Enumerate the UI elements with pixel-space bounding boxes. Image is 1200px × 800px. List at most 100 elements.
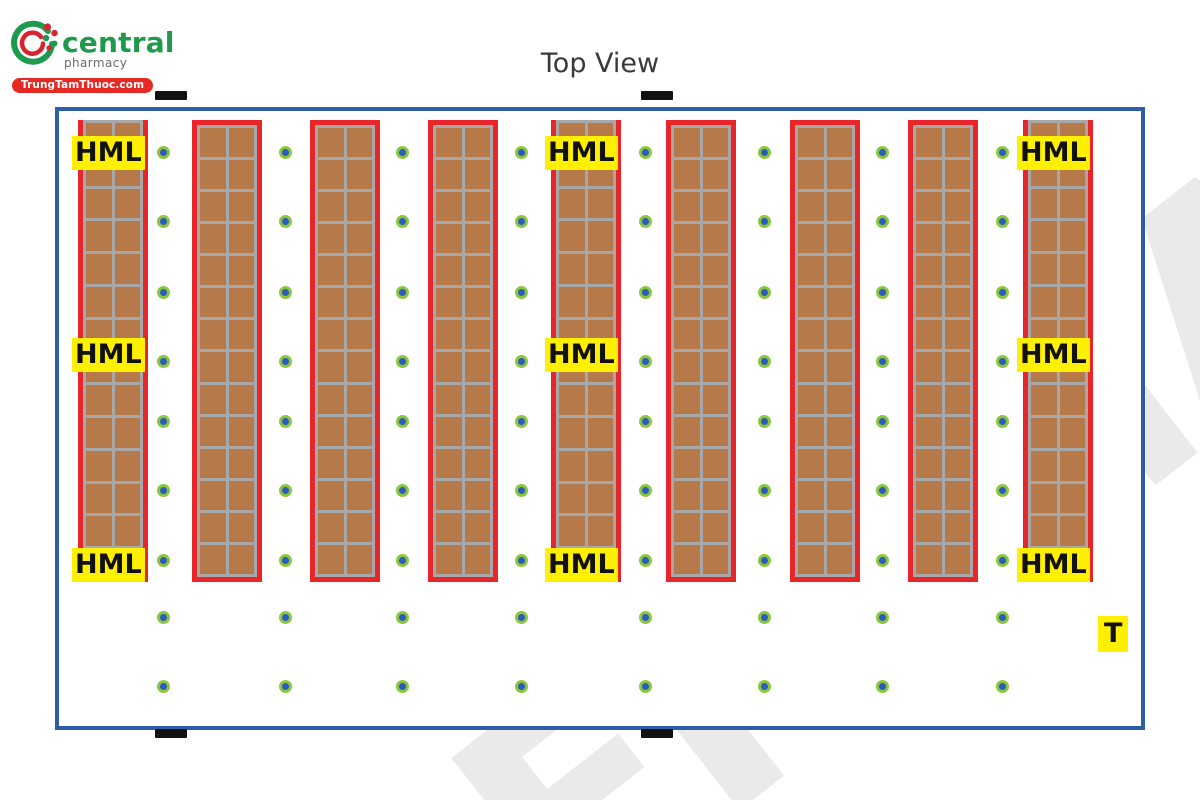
shelf-bay (798, 448, 824, 478)
sprinkler-point (757, 483, 771, 497)
zone-letter-h: H (545, 548, 571, 582)
shelf-bay (944, 416, 970, 446)
shelf-bay (944, 448, 970, 478)
shelf-bay (559, 450, 585, 481)
shelf-bay (674, 384, 700, 414)
shelf-bay (464, 416, 490, 446)
zone-letter-m: M (97, 548, 125, 582)
storage-rack (666, 120, 736, 582)
door-bottom-center (641, 729, 673, 738)
shelf-bay (702, 160, 728, 190)
shelf-bay (464, 384, 490, 414)
shelf-bay (702, 544, 728, 574)
shelf-bay (559, 516, 585, 547)
shelf-bay (200, 544, 226, 574)
shelf-bay (798, 480, 824, 510)
shelf-bay (702, 416, 728, 446)
sprinkler-point (875, 285, 889, 299)
shelf-bay (702, 352, 728, 382)
shelf-bay (228, 448, 254, 478)
shelf-bay (674, 288, 700, 318)
zone-letter-h: H (545, 338, 571, 372)
sprinkler-point (638, 285, 652, 299)
shelf-bay (826, 160, 852, 190)
shelf-bay (702, 480, 728, 510)
shelf-bay (86, 418, 112, 448)
shelf-bay (587, 516, 613, 547)
shelf-bay (826, 288, 852, 318)
shelf-bay (559, 286, 585, 317)
sprinkler-point (395, 354, 409, 368)
shelf-bay (674, 480, 700, 510)
sprinkler-point (278, 285, 292, 299)
shelf-bay (318, 288, 344, 318)
shelf-bay (826, 480, 852, 510)
shelf-bay (346, 256, 372, 286)
shelf-bay (464, 480, 490, 510)
shelf-bay (944, 512, 970, 542)
zone-letter-h: H (1017, 338, 1043, 372)
storage-rack (428, 120, 498, 582)
shelf-bay (798, 384, 824, 414)
shelf-bay (674, 352, 700, 382)
shelf-bay (228, 128, 254, 158)
brand-logo: central pharmacy TrungTamThuoc.com (8, 18, 174, 93)
shelf-bay (944, 224, 970, 254)
shelf-bay (916, 128, 942, 158)
zone-letter-l: L (124, 136, 145, 170)
shelf-bay (436, 256, 462, 286)
shelf-bay (346, 288, 372, 318)
zone-letter-l: L (597, 338, 618, 372)
shelf-bay (114, 483, 140, 514)
shelf-bay (86, 286, 112, 317)
shelf-bay (200, 320, 226, 350)
shelf-bay (436, 224, 462, 254)
brand-tagline: pharmacy (64, 56, 128, 70)
shelf-bay (464, 320, 490, 350)
shelf-bay (916, 416, 942, 446)
shelf-bay (674, 192, 700, 222)
storage-rack (192, 120, 262, 582)
shelf-bay (346, 480, 372, 510)
shelf-bay (228, 544, 254, 574)
zone-letter-h: H (72, 136, 98, 170)
shelf-bay (86, 254, 112, 284)
rack-shelf-grid (315, 125, 375, 577)
shelf-bay (826, 384, 852, 414)
shelf-bay (559, 418, 585, 448)
sprinkler-point (995, 483, 1009, 497)
storage-rack (908, 120, 978, 582)
sprinkler-point (638, 610, 652, 624)
shelf-bay (436, 352, 462, 382)
sprinkler-point (395, 214, 409, 228)
shelf-bay (318, 192, 344, 222)
sprinkler-point (514, 679, 528, 693)
shelf-bay (702, 256, 728, 286)
shelf-bay (114, 254, 140, 284)
shelf-bay (346, 544, 372, 574)
shelf-bay (86, 221, 112, 252)
shelf-bay (674, 224, 700, 254)
shelf-bay (944, 320, 970, 350)
shelf-bay (1059, 385, 1085, 416)
sprinkler-point (156, 354, 170, 368)
shelf-bay (1059, 418, 1085, 448)
shelf-bay (464, 448, 490, 478)
sprinkler-point (638, 214, 652, 228)
shelf-bay (798, 224, 824, 254)
sprinkler-point (395, 414, 409, 428)
zone-letter-h: H (72, 338, 98, 372)
shelf-bay (1059, 516, 1085, 547)
shelf-bay (318, 448, 344, 478)
shelf-bay (86, 450, 112, 481)
shelf-bay (1059, 188, 1085, 219)
shelf-bay (702, 192, 728, 222)
zone-letter-l: L (1069, 338, 1090, 372)
shelf-bay (436, 288, 462, 318)
shelf-bay (587, 418, 613, 448)
sprinkler-point (875, 145, 889, 159)
shelf-bay (228, 512, 254, 542)
shelf-bay (228, 224, 254, 254)
